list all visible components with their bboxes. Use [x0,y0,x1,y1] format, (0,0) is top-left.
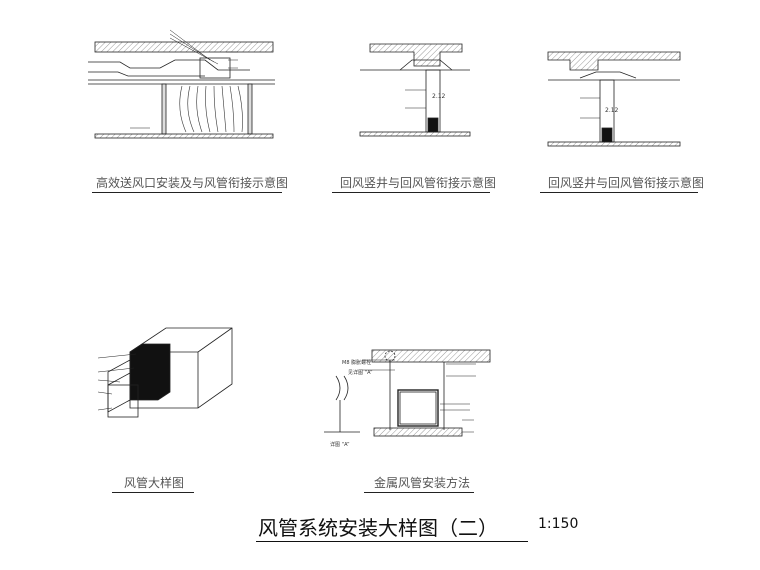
dim-label-1: 2.12 [432,93,446,100]
dim-label-2: 2.12 [605,107,619,114]
metal-duct-installation-detail [324,349,491,437]
metal-duct-section [397,389,439,427]
return-grille-2 [601,127,613,143]
floor-slab-3 [547,141,681,147]
caption-underline-1 [92,192,282,193]
caption-return-shaft-2: 回风竖井与回风管衔接示意图 [548,176,705,190]
airflow-lines [179,85,243,133]
flange-band [129,343,171,401]
caption-underline-4 [112,492,194,493]
detail-a-ref-label: 见详图 “A” [348,369,373,376]
support-bracket [373,427,463,437]
sheet-scale: 1:150 [538,516,579,532]
column-right [247,83,253,135]
caption-metal-duct: 金属风管安装方法 [374,476,471,490]
title-underline [256,541,528,542]
return-shaft-detail-2 [547,51,681,147]
sheet-title: 风管系统安装大样图（二） [258,516,498,540]
caption-return-shaft-1: 回风竖井与回风管衔接示意图 [340,176,497,190]
caption-underline-3 [540,192,698,193]
slab-with-beam [369,43,463,67]
supply-outlet-detail [88,29,275,139]
duct-body [129,327,233,409]
duct-isometric-detail [97,327,233,418]
return-grille [427,117,439,133]
detail-a-callout [384,350,396,362]
install-leaders [362,359,476,433]
return-shaft-detail-1 [359,43,471,137]
floor-slab [94,133,274,139]
duct-inner [399,391,437,425]
detail-a-label: 详图 “A” [330,441,350,448]
duct-end [107,359,131,413]
return-duct-top-2 [579,71,637,79]
leader-lines [130,29,238,129]
caption-underline-2 [332,192,490,193]
duct-section-front [107,384,139,418]
floor-slab-2 [359,131,471,137]
caption-underline-5 [364,492,474,493]
duct-outline-bottom [88,71,205,77]
return-duct-top [399,59,453,71]
column-left [161,83,167,135]
anchor-bolt-detail [335,375,349,401]
ceiling-slab [94,41,274,53]
duct-outline-top [88,59,250,71]
ceiling-slab-5 [371,349,491,363]
slab-with-beam-2 [547,51,681,71]
caption-duct-detail: 风管大样图 [124,476,185,490]
caption-supply-outlet: 高效送风口安装及与风管衔接示意图 [96,176,289,190]
bolt-callout-label: M8 膨胀螺栓 [342,359,371,366]
iso-leaders [97,353,137,411]
